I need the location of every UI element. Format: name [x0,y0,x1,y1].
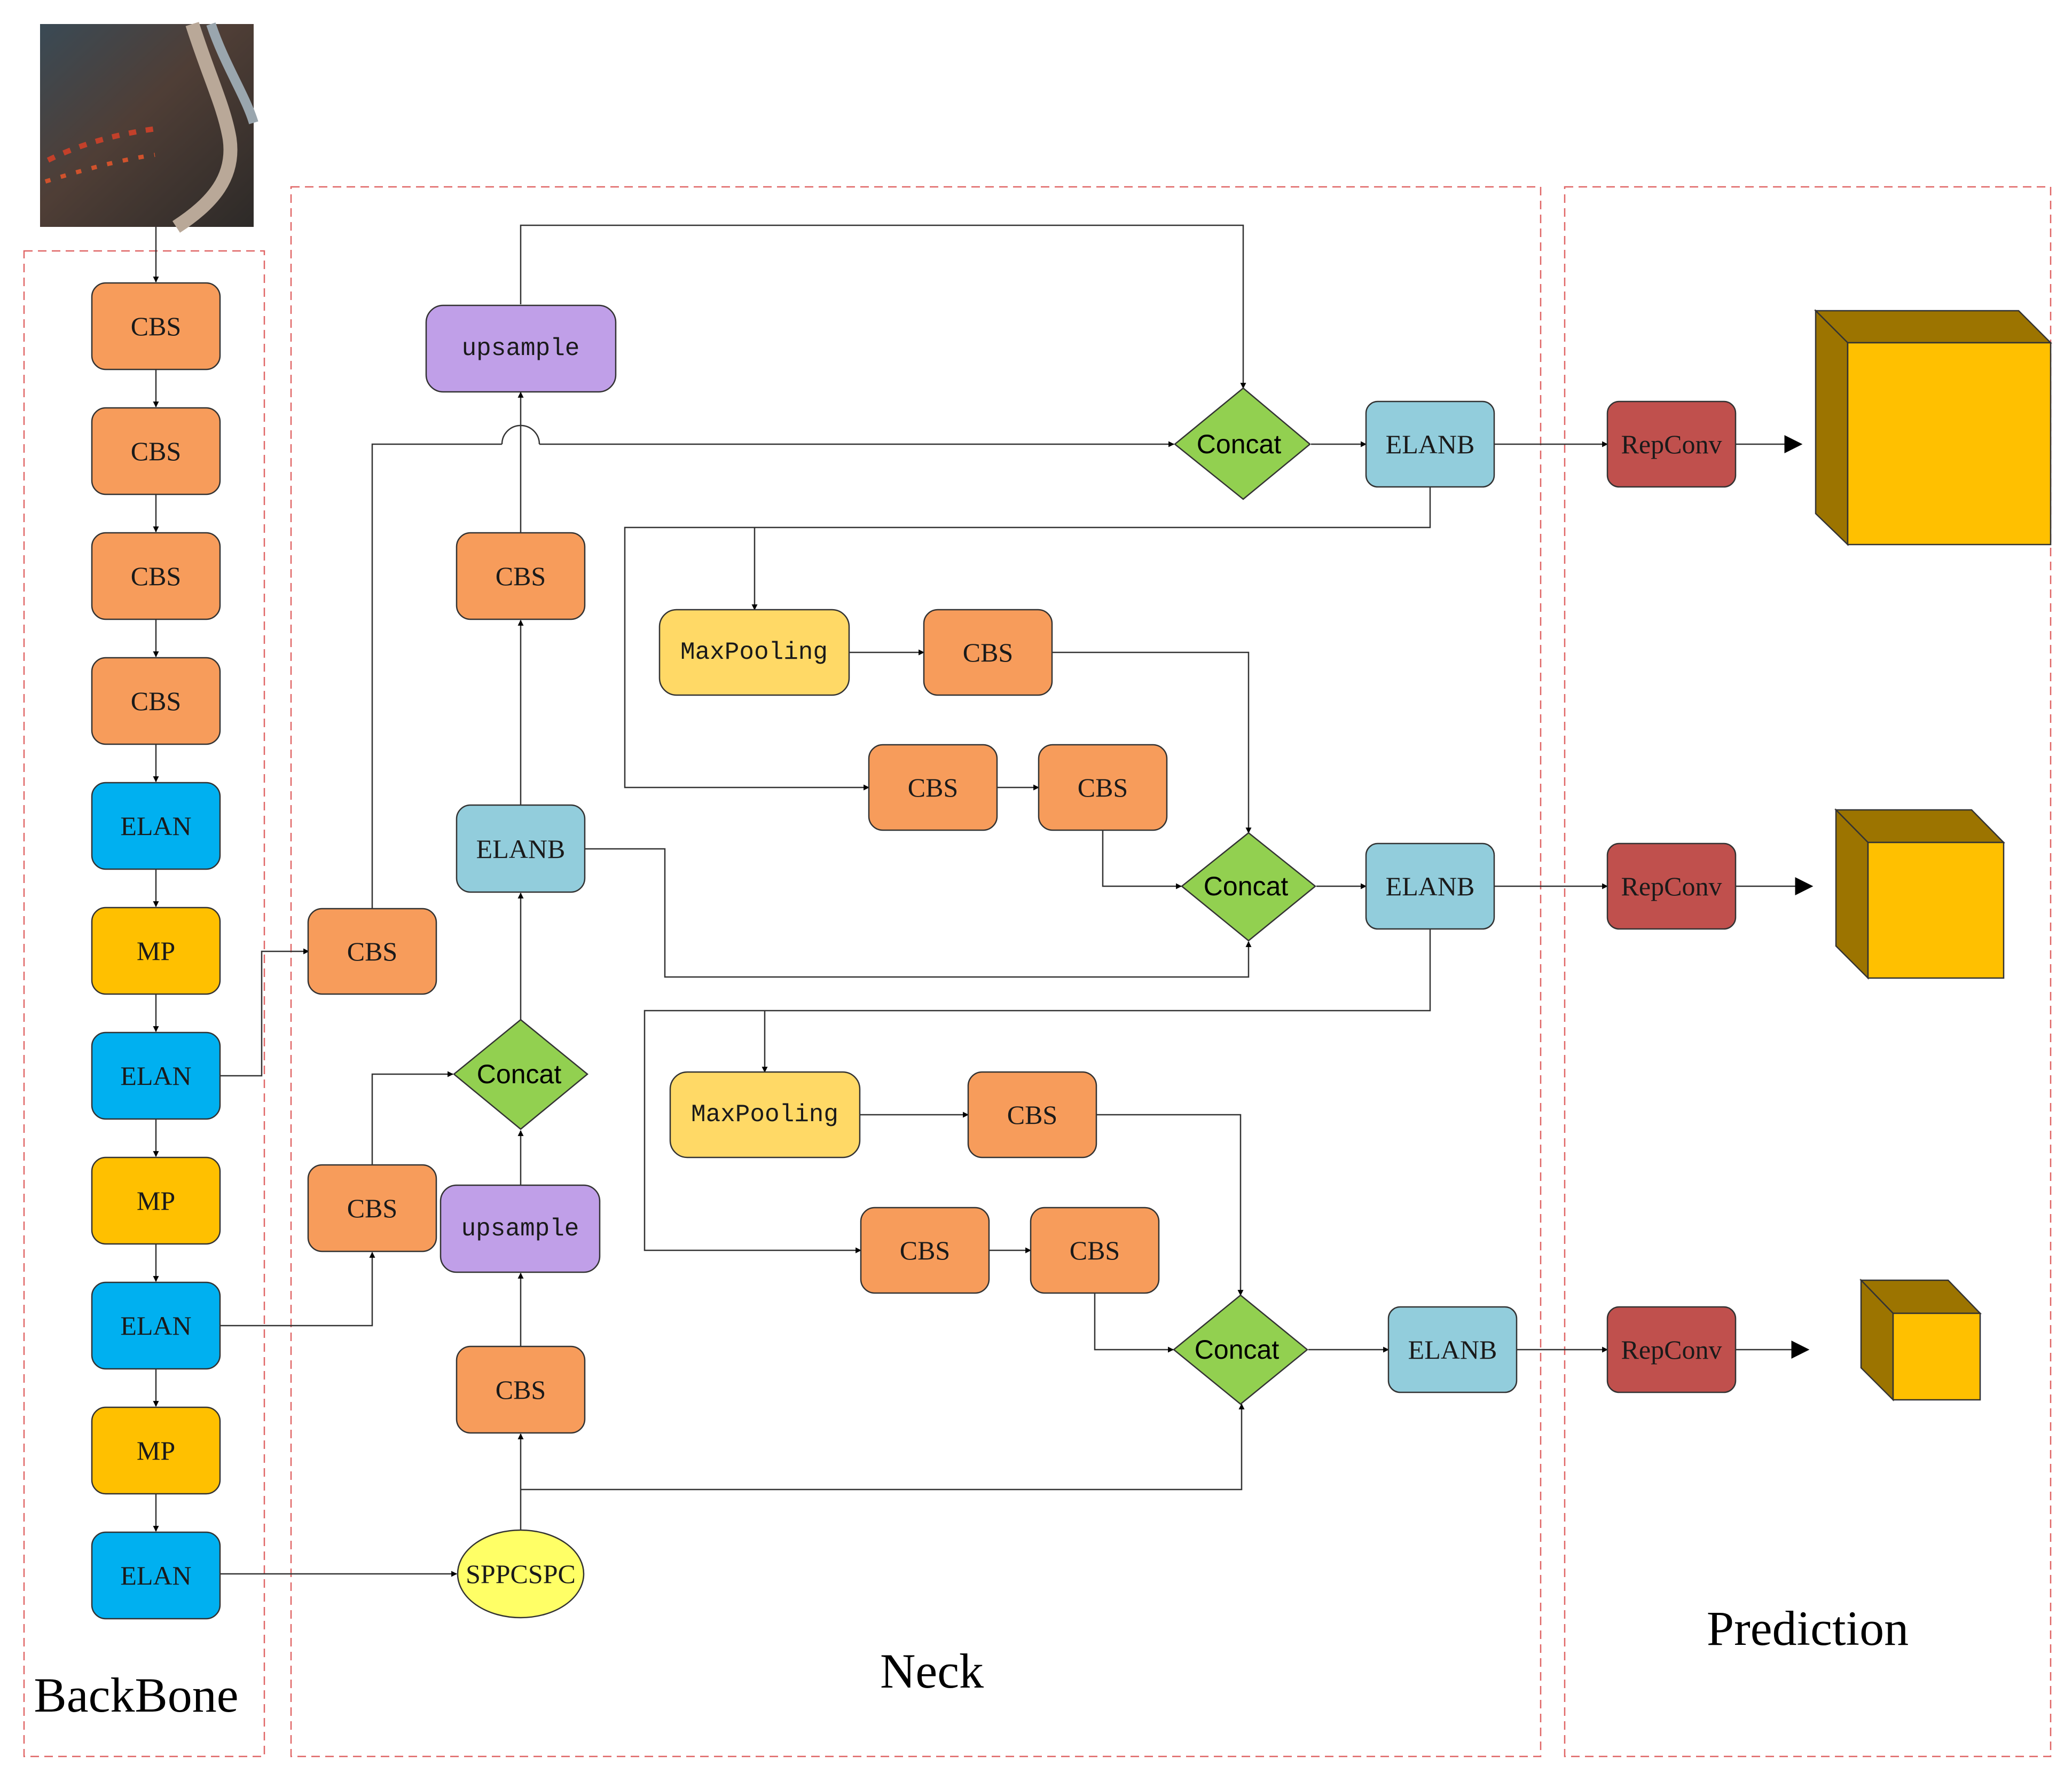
neck-elanb-middle-right-label: ELANB [1386,871,1475,901]
neck-cbs-side-upper: CBS [307,908,437,995]
backbone-cbs-3-label: CBS [131,561,182,591]
neck-cbs-mid-label: CBS [496,561,546,591]
neck-elanb-top: ELANB [1365,400,1495,488]
neck-elanb-bottom-label: ELANB [1408,1335,1497,1365]
neck-cbs-after-maxpool-lower-label: CBS [1007,1100,1058,1130]
prediction-repconv-2: RepConv [1606,842,1737,930]
neck-concat-middle-right: Concat [1181,832,1316,942]
neck-concat-bottom: Concat [1173,1294,1308,1405]
backbone-mp-2-label: MP [137,1186,175,1216]
neck-concat-middle-right-label: Concat [1204,871,1289,901]
neck-elanb-middle-right: ELANB [1365,842,1495,930]
neck-concat-top-label: Concat [1197,429,1282,459]
neck-section-label: Neck [880,1644,984,1698]
neck-concat-mid-label: Concat [477,1059,562,1089]
neck-sppcspc-label: SPPCSPC [466,1559,576,1589]
neck-cbs-upper-pair-1-label: CBS [908,773,959,802]
input-image-stack [40,22,258,233]
backbone-cbs-1-label: CBS [131,311,182,341]
neck-maxpooling-upper: MaxPooling [658,609,850,696]
backbone-cbs-4: CBS [91,657,221,745]
neck-cbs-after-maxpool-upper-label: CBS [963,637,1014,667]
output-cube-small [1859,1278,1982,1402]
backbone-elan-4-label: ELAN [120,1561,191,1590]
backbone-mp-2: MP [91,1156,221,1245]
neck-elanb-top-label: ELANB [1386,429,1475,459]
backbone-cbs-4-label: CBS [131,686,182,716]
prediction-repconv-2-label: RepConv [1621,871,1722,901]
neck-concat-mid: Concat [453,1019,588,1130]
output-cube-large [1814,309,2053,546]
prediction-section-border [1564,186,2052,1758]
neck-cbs-lower-pair-2-label: CBS [1070,1235,1120,1265]
neck-cbs-after-maxpool-upper: CBS [923,609,1053,696]
backbone-elan-3: ELAN [91,1281,221,1370]
neck-concat-bottom-label: Concat [1195,1335,1280,1365]
prediction-repconv-3-label: RepConv [1621,1335,1722,1365]
backbone-mp-3: MP [91,1406,221,1495]
prediction-repconv-1: RepConv [1606,400,1737,488]
backbone-elan-1: ELAN [91,782,221,870]
neck-cbs-lower-pair-1: CBS [860,1207,990,1294]
prediction-repconv-3: RepConv [1606,1306,1737,1393]
prediction-section-label: Prediction [1707,1601,1909,1656]
neck-section-border [290,186,1542,1758]
neck-cbs-after-maxpool-lower: CBS [967,1071,1097,1159]
backbone-elan-1-label: ELAN [120,811,191,841]
neck-cbs-upper-pair-2-label: CBS [1078,773,1128,802]
neck-cbs-lower-pair-2: CBS [1030,1207,1160,1294]
neck-upsample-upper-label: upsample [462,335,580,363]
neck-sppcspc: SPPCSPC [457,1529,585,1619]
backbone-mp-1-label: MP [137,936,175,966]
neck-cbs-after-sppcspc: CBS [456,1345,586,1434]
neck-maxpooling-lower-label: MaxPooling [691,1101,838,1129]
backbone-cbs-2: CBS [91,407,221,495]
neck-elanb-mid: ELANB [456,804,586,893]
backbone-mp-1: MP [91,907,221,995]
neck-upsample-upper: upsample [425,304,617,393]
neck-cbs-upper-pair-1: CBS [868,744,998,831]
neck-cbs-after-sppcspc-label: CBS [496,1375,546,1405]
backbone-section-border [23,250,265,1758]
backbone-cbs-3: CBS [91,532,221,620]
neck-upsample-lower-label: upsample [461,1215,579,1243]
neck-cbs-side-upper-label: CBS [347,936,398,966]
neck-maxpooling-lower: MaxPooling [669,1071,861,1159]
backbone-cbs-1: CBS [91,282,221,371]
backbone-section-label: BackBone [34,1668,238,1722]
backbone-cbs-2-label: CBS [131,436,182,466]
edges [153,224,1814,1577]
backbone-elan-3-label: ELAN [120,1311,191,1341]
backbone-elan-4: ELAN [91,1531,221,1620]
neck-maxpooling-upper-label: MaxPooling [680,639,828,666]
neck-upsample-lower: upsample [439,1184,601,1273]
neck-cbs-mid: CBS [456,532,586,620]
output-cube-medium [1834,808,2005,980]
backbone-elan-2-label: ELAN [120,1061,191,1091]
neck-concat-top: Concat [1174,387,1311,500]
neck-elanb-mid-label: ELANB [476,834,566,864]
backbone-elan-2: ELAN [91,1031,221,1120]
neck-cbs-lower-pair-1-label: CBS [900,1235,951,1265]
neck-cbs-upper-pair-2: CBS [1038,744,1168,831]
neck-cbs-side-lower-label: CBS [347,1193,398,1223]
prediction-repconv-1-label: RepConv [1621,429,1722,459]
neck-elanb-bottom: ELANB [1387,1306,1518,1393]
backbone-mp-3-label: MP [137,1436,175,1465]
neck-cbs-side-lower: CBS [307,1164,437,1252]
